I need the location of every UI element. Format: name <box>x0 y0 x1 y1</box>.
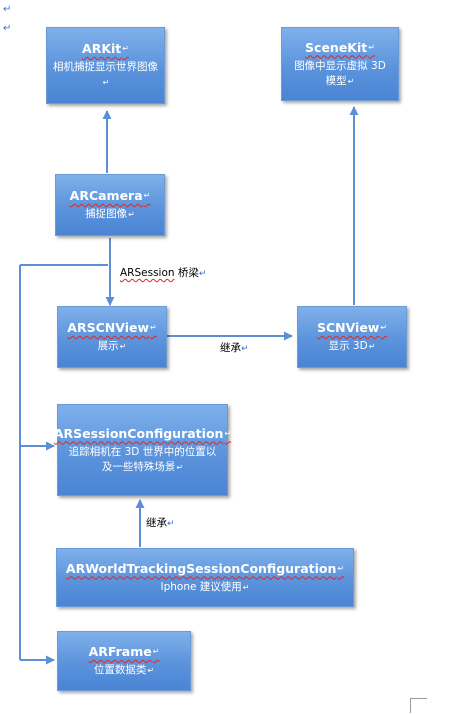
page-corner-mark <box>410 698 427 713</box>
node-arkit: ARKit↵ 相机捕捉显示世界图像↵ <box>46 27 165 104</box>
node-title: ARSCNView↵ <box>67 320 157 335</box>
node-title: ARKit↵ <box>82 41 129 56</box>
node-title: ARFrame↵ <box>88 644 160 659</box>
node-title: ARSessionConfiguration↵ <box>53 425 232 441</box>
edge-label-arsession-bridge: ARSession 桥梁↵ <box>120 267 207 279</box>
paragraph-mark: ↵ <box>3 4 12 15</box>
node-scenekit: SceneKit↵ 图像中显示虚拟 3D 模型↵ <box>281 27 399 101</box>
node-subtitle: 追踪相机在 3D 世界中的位置以及一些特殊场景↵ <box>68 445 217 473</box>
node-subtitle: 图像中显示虚拟 3D 模型↵ <box>294 59 386 87</box>
node-title: SCNView↵ <box>316 320 388 335</box>
paragraph-mark: ↵ <box>3 23 12 34</box>
node-scnview: SCNView↵ 显示 3D↵ <box>297 306 407 368</box>
node-subtitle: Iphone 建议使用↵ <box>160 580 250 593</box>
edge-label-inherit-scnview: 继承↵ <box>220 342 249 354</box>
node-title: ARCamera↵ <box>69 188 151 203</box>
node-arframe: ARFrame↵ 位置数据类↵ <box>57 631 191 691</box>
node-subtitle: 相机捕捉显示世界图像↵ <box>53 61 158 87</box>
edge-label-inherit-configuration: 继承↵ <box>146 517 175 529</box>
node-title: ARWorldTrackingSessionConfiguration↵ <box>65 560 345 576</box>
node-subtitle: 捕捉图像↵ <box>85 208 135 220</box>
node-subtitle: 展示↵ <box>97 340 127 352</box>
node-arscnview: ARSCNView↵ 展示↵ <box>57 306 167 368</box>
node-arworldtracking: ARWorldTrackingSessionConfiguration↵ Iph… <box>56 548 354 607</box>
node-subtitle: 位置数据类↵ <box>93 664 155 676</box>
node-title: SceneKit↵ <box>305 39 375 55</box>
node-arcamera: ARCamera↵ 捕捉图像↵ <box>55 174 165 236</box>
node-arsessionconfiguration: ARSessionConfiguration↵ 追踪相机在 3D 世界中的位置以… <box>53 404 232 496</box>
node-subtitle: 显示 3D↵ <box>328 340 376 352</box>
